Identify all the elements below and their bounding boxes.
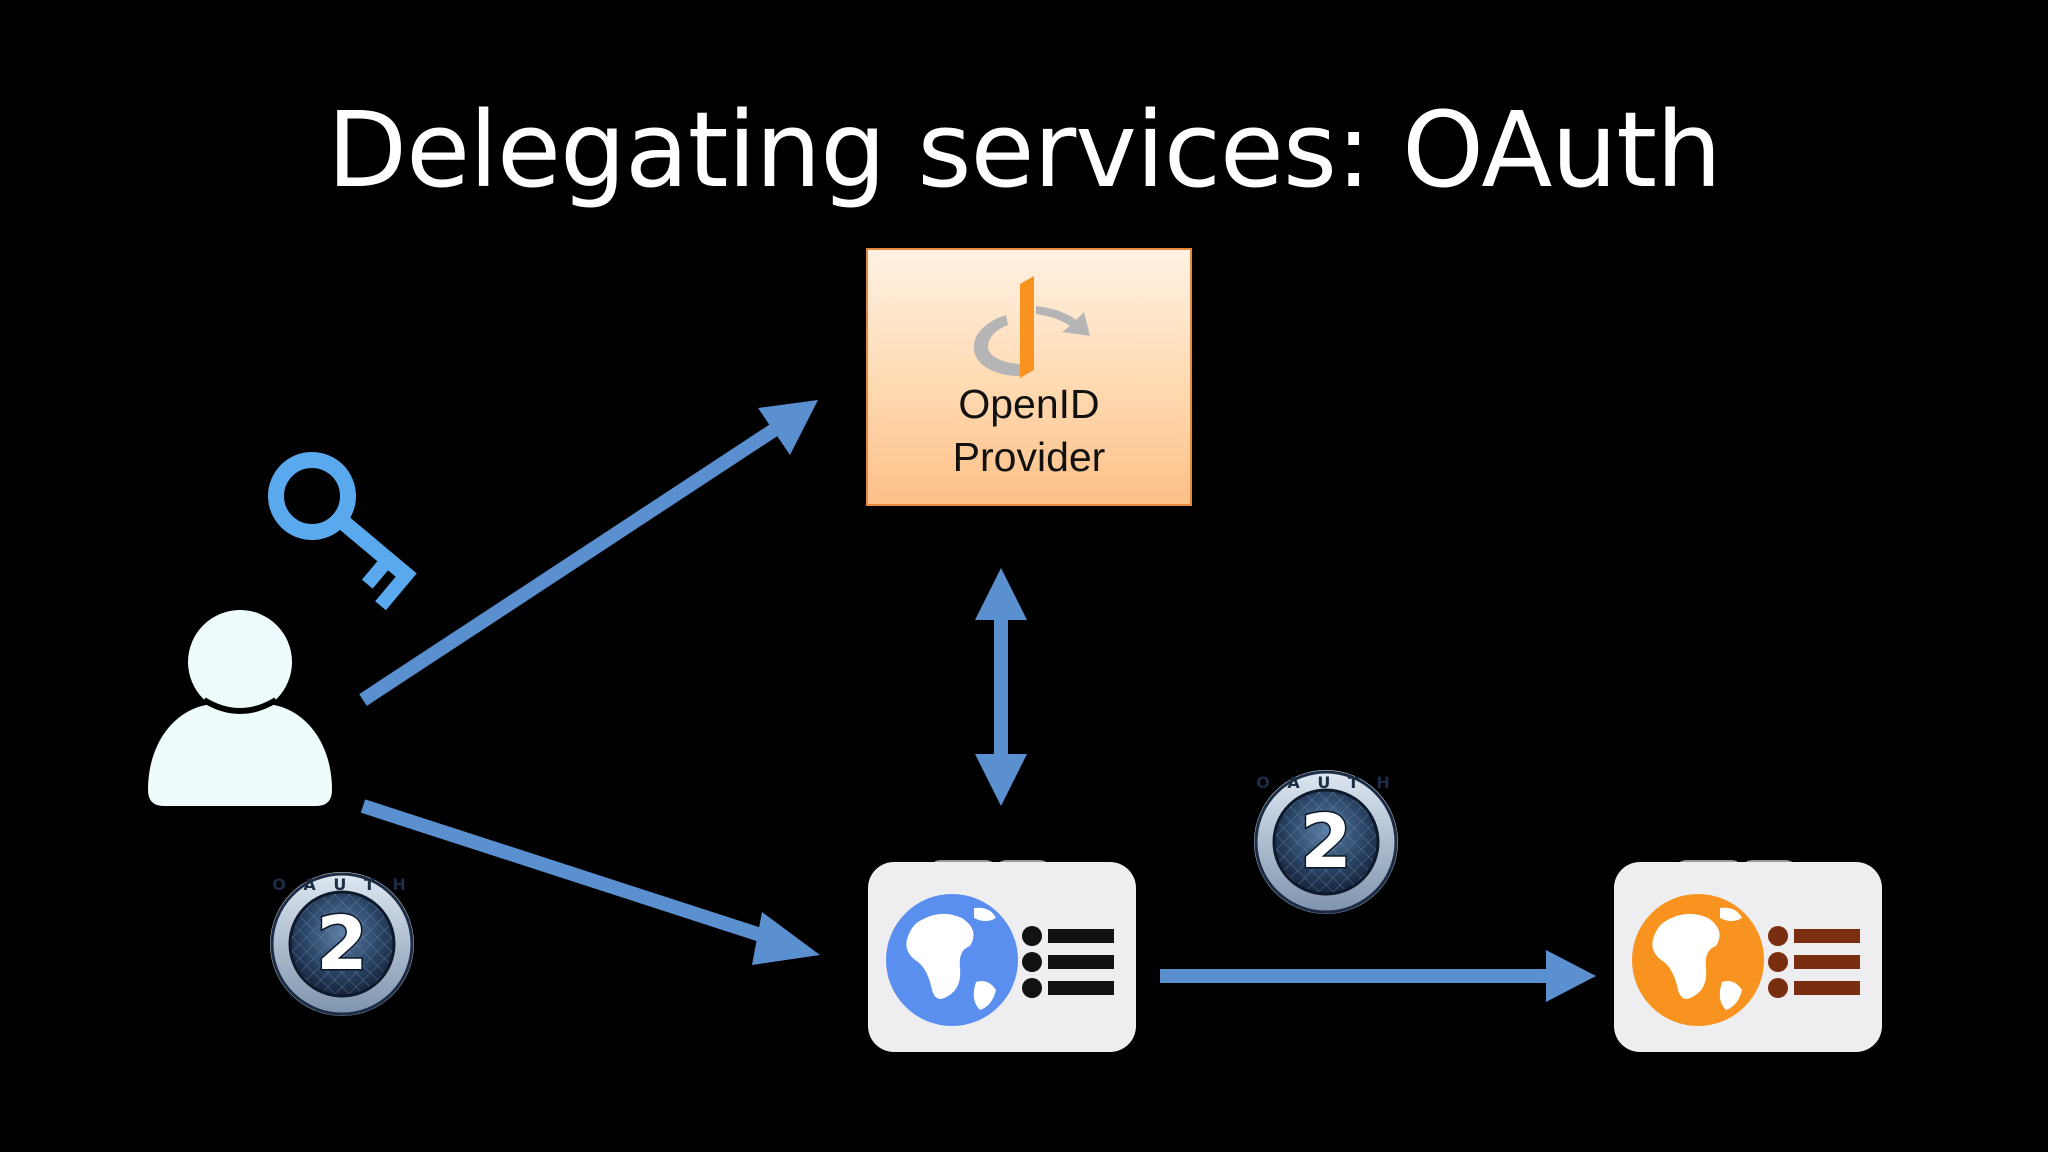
web-service-orange-icon [1614, 860, 1882, 1052]
arrow-provider-service-bidirectional [975, 568, 1027, 806]
arrow-service-to-service [1160, 950, 1596, 1002]
slide-title: Delegating services: OAuth [327, 89, 1722, 211]
key-icon [268, 452, 417, 611]
arrow-user-to-service [360, 799, 820, 965]
oauth2-badge-icon [1252, 768, 1400, 916]
web-service-blue-icon [868, 860, 1136, 1052]
openid-provider-label: OpenID Provider [952, 381, 1106, 480]
openid-logo-icon [973, 276, 1090, 378]
arrow-user-to-provider [359, 400, 818, 706]
oauth2-badge-icon [268, 870, 416, 1018]
user-icon [148, 610, 332, 806]
openid-provider-box: OpenID Provider [866, 248, 1192, 506]
